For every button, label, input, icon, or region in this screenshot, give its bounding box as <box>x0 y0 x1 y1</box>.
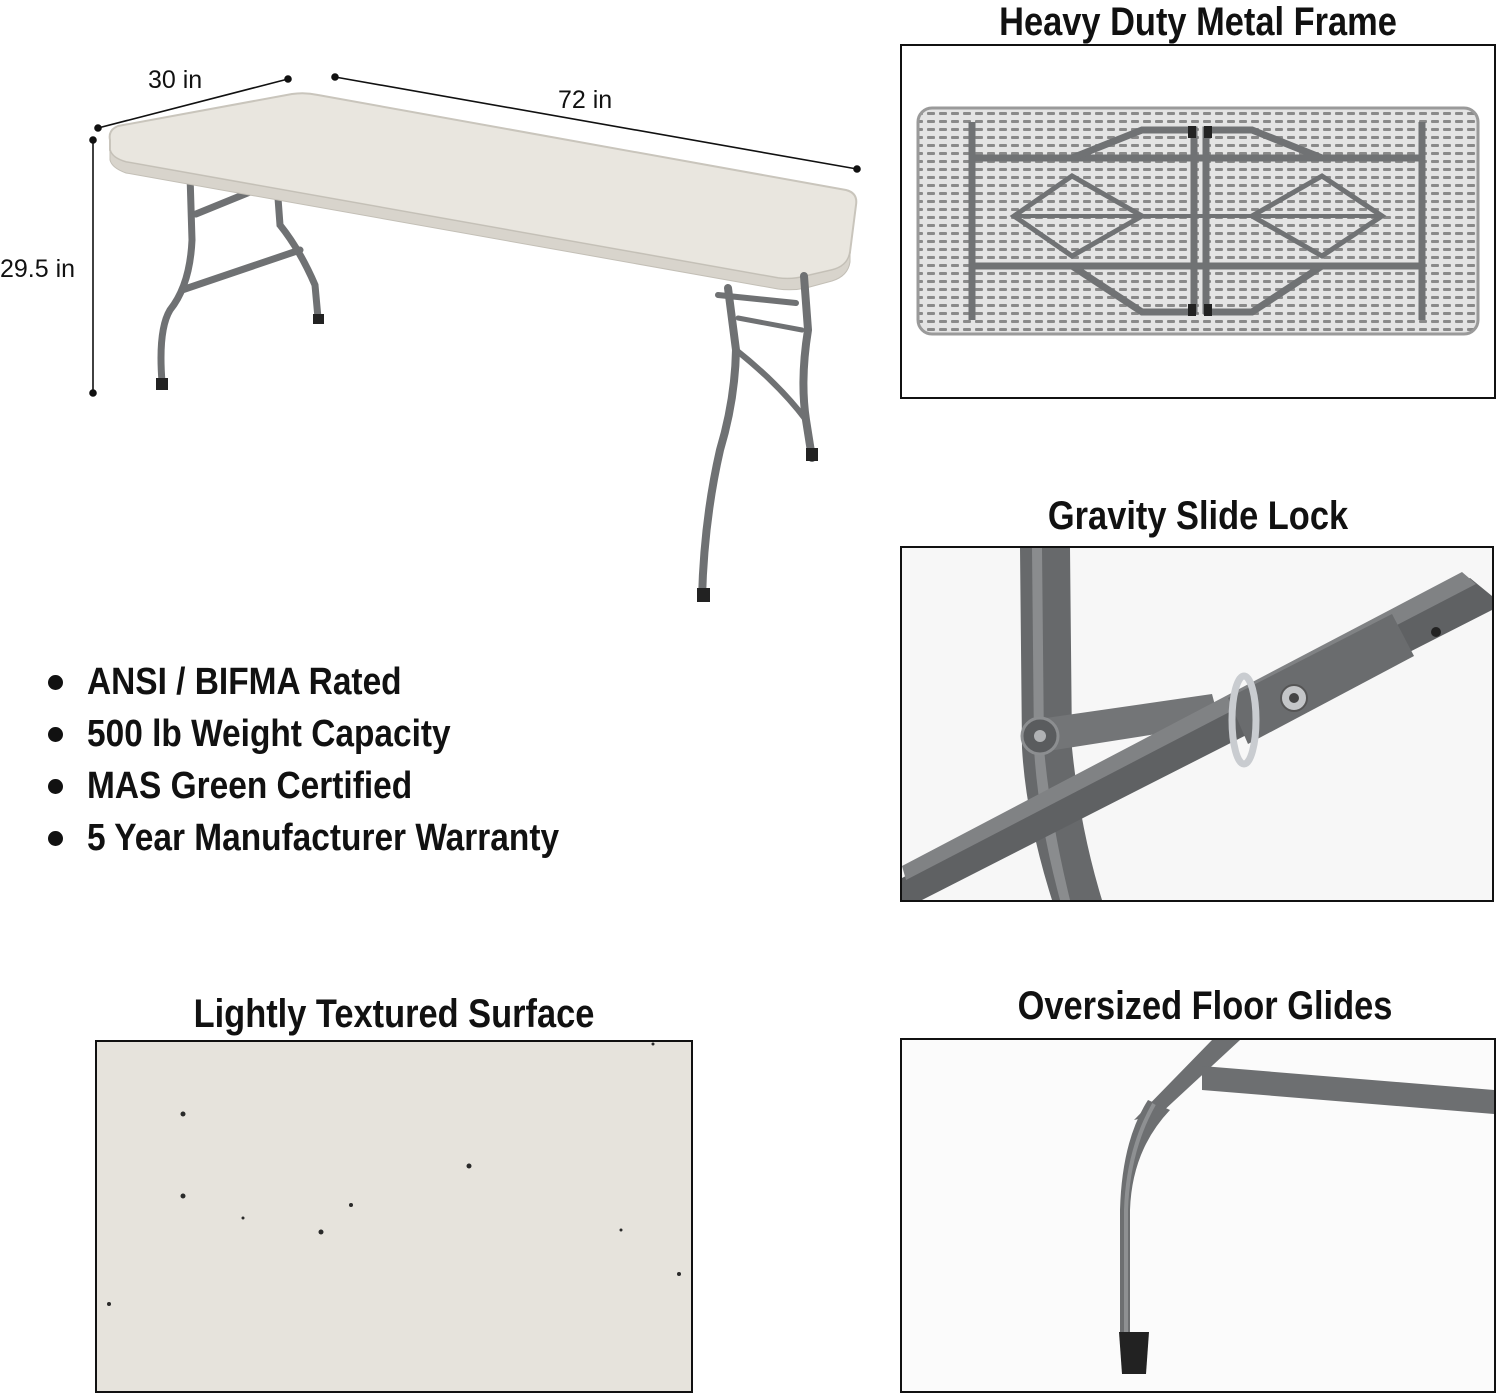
list-item: 500 lb Weight Capacity <box>48 708 623 760</box>
depth-label: 30 in <box>148 66 203 94</box>
bullet-icon <box>48 674 63 690</box>
glides-panel-title: Oversized Floor Glides <box>1017 984 1393 1028</box>
list-item: MAS Green Certified <box>48 760 623 812</box>
slide-lock-image <box>902 548 1492 900</box>
length-label: 72 in <box>558 86 613 114</box>
bullet-icon <box>48 778 63 794</box>
bullet-icon <box>48 830 63 846</box>
surface-panel-title: Lightly Textured Surface <box>193 992 595 1036</box>
feature-list: ANSI / BIFMA Rated 500 lb Weight Capacit… <box>48 656 623 864</box>
glides-panel <box>900 1038 1496 1393</box>
lock-panel-title: Gravity Slide Lock <box>1047 494 1349 538</box>
feature-text: 5 Year Manufacturer Warranty <box>87 816 560 859</box>
height-label: 29.5 in <box>0 255 76 283</box>
list-item: 5 Year Manufacturer Warranty <box>48 812 623 864</box>
surface-texture-image <box>97 1042 691 1391</box>
glide-icon <box>156 378 168 390</box>
lock-ring-icon <box>1228 672 1260 768</box>
floor-glide-image <box>902 1040 1494 1391</box>
feature-text: MAS Green Certified <box>87 764 413 807</box>
list-item: ANSI / BIFMA Rated <box>48 656 623 708</box>
surface-panel <box>95 1040 693 1393</box>
table-illustration <box>0 0 880 620</box>
folding-table-graphic <box>89 73 861 602</box>
frame-panel <box>900 44 1496 399</box>
frame-underside-image <box>916 106 1480 336</box>
feature-text: 500 lb Weight Capacity <box>87 712 451 755</box>
feature-text: ANSI / BIFMA Rated <box>87 660 402 703</box>
glide-icon <box>1119 1332 1149 1374</box>
bullet-icon <box>48 726 63 742</box>
frame-panel-title: Heavy Duty Metal Frame <box>999 0 1397 44</box>
lock-panel <box>900 546 1494 902</box>
